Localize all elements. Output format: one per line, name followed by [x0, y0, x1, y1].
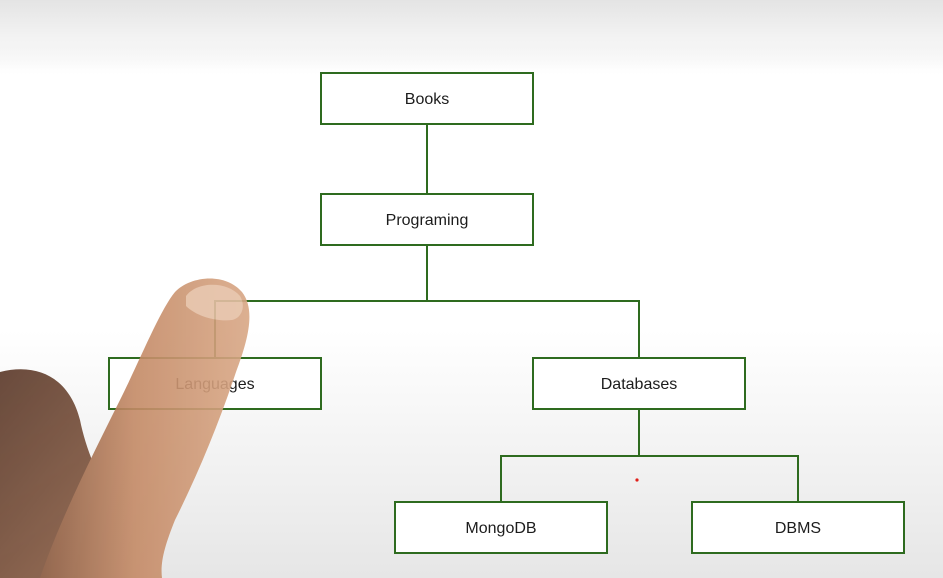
node-programing: Programing: [320, 193, 534, 246]
edge-programing-databases: [427, 300, 640, 358]
node-dbms-label: DBMS: [775, 520, 821, 537]
edge-databases-dbms: [639, 455, 799, 502]
node-databases-box: [532, 357, 746, 410]
node-books: Books: [320, 72, 534, 125]
laser-pointer-dot: [635, 478, 639, 482]
node-mongodb: MongoDB: [394, 501, 608, 554]
diagram-edges: [214, 124, 799, 502]
node-books-box: [320, 72, 534, 125]
node-programing-box: [320, 193, 534, 246]
node-mongodb-label: MongoDB: [465, 520, 536, 537]
node-mongodb-box: [394, 501, 608, 554]
presenter-hand: [0, 278, 250, 578]
fingernail: [186, 284, 243, 321]
node-databases: Databases: [532, 357, 746, 410]
node-dbms: DBMS: [691, 501, 905, 554]
video-top-band: [0, 0, 943, 70]
node-programing-label: Programing: [386, 212, 469, 229]
node-databases-label: Databases: [601, 376, 678, 393]
node-dbms-box: [691, 501, 905, 554]
index-finger: [40, 278, 250, 578]
edge-databases-mongodb: [500, 409, 640, 502]
node-books-label: Books: [405, 91, 449, 108]
